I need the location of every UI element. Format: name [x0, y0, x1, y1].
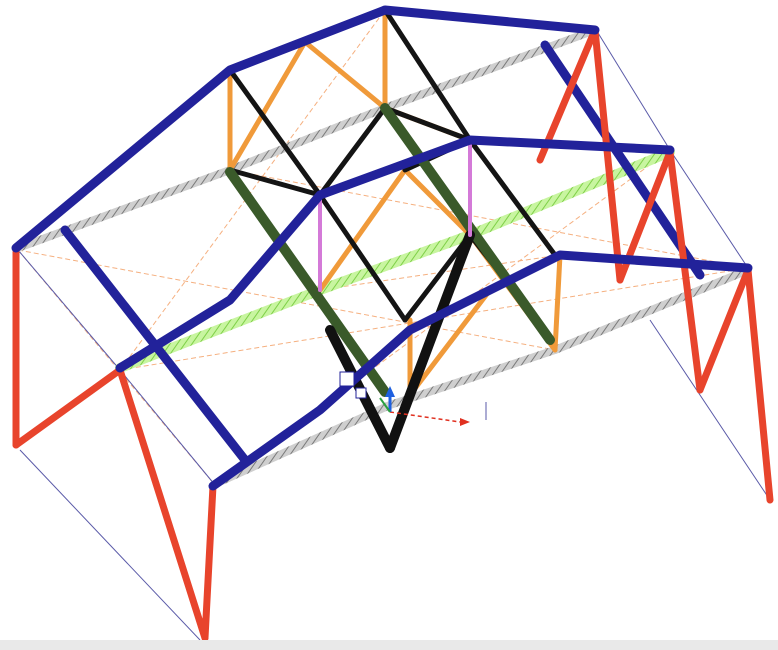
purlin-green	[115, 147, 675, 373]
top-chords	[11, 5, 753, 491]
web-dark-green	[225, 103, 555, 397]
braces-pink	[318, 138, 472, 292]
support-legs	[12, 26, 774, 642]
axis-triad-icon	[379, 386, 487, 426]
nodes	[339, 371, 367, 399]
viewport-bottom-border	[0, 640, 778, 650]
purlins-gray	[14, 26, 752, 488]
web-orange	[227, 7, 563, 398]
